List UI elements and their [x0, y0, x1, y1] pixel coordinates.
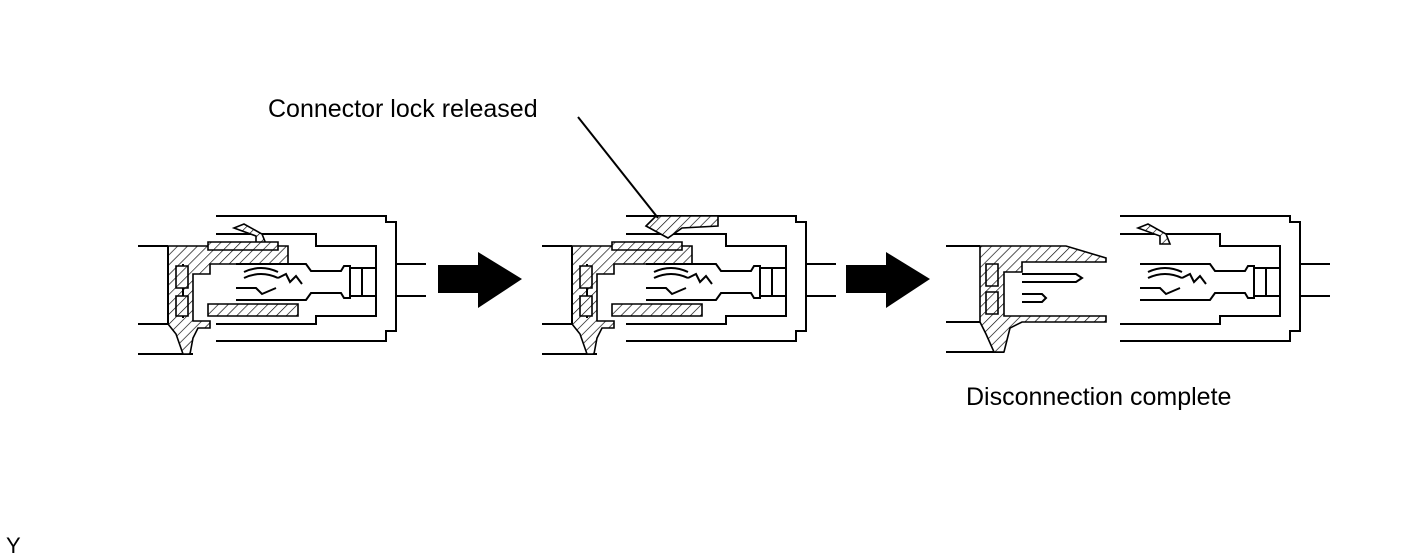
arrow-right-icon [846, 252, 930, 308]
stage-connected [137, 215, 427, 355]
stage-lock-released [541, 215, 837, 355]
lock-lever [1135, 223, 1172, 245]
disconnection-complete-label: Disconnection complete [966, 383, 1231, 411]
corner-mark: Y [6, 533, 21, 558]
callout-leader [577, 116, 659, 219]
stage-disconnected-housing [1119, 215, 1331, 342]
lock-released-label: Connector lock released [268, 95, 538, 123]
stage-disconnected [946, 245, 1107, 353]
arrow-right-icon [438, 252, 522, 308]
